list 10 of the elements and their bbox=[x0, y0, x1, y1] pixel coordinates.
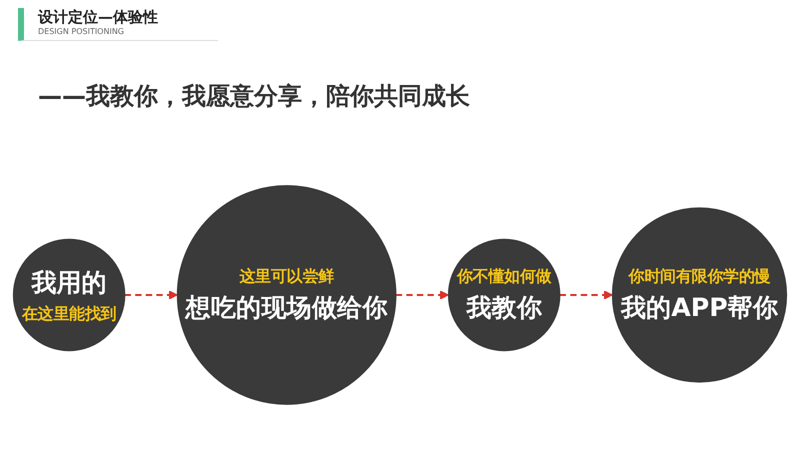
node-circle: 你不懂如何做 我教你 bbox=[448, 238, 560, 352]
arrow bbox=[124, 290, 178, 300]
subtitle: DESIGN POSITIONING bbox=[38, 27, 126, 36]
node-circle: 这里可以尝鲜 想吃的现场做给你 bbox=[176, 185, 396, 405]
title: 设计定位—体验性 bbox=[38, 8, 159, 27]
arrow bbox=[560, 290, 613, 300]
arrow bbox=[396, 290, 449, 300]
slogan: ——我教你，我愿意分享，陪你共同成长 bbox=[38, 81, 470, 112]
node-circle: 你时间有限你学的慢 我的APP帮你 bbox=[612, 207, 788, 383]
node-circle: 我用的 在这里能找到 bbox=[12, 238, 126, 352]
